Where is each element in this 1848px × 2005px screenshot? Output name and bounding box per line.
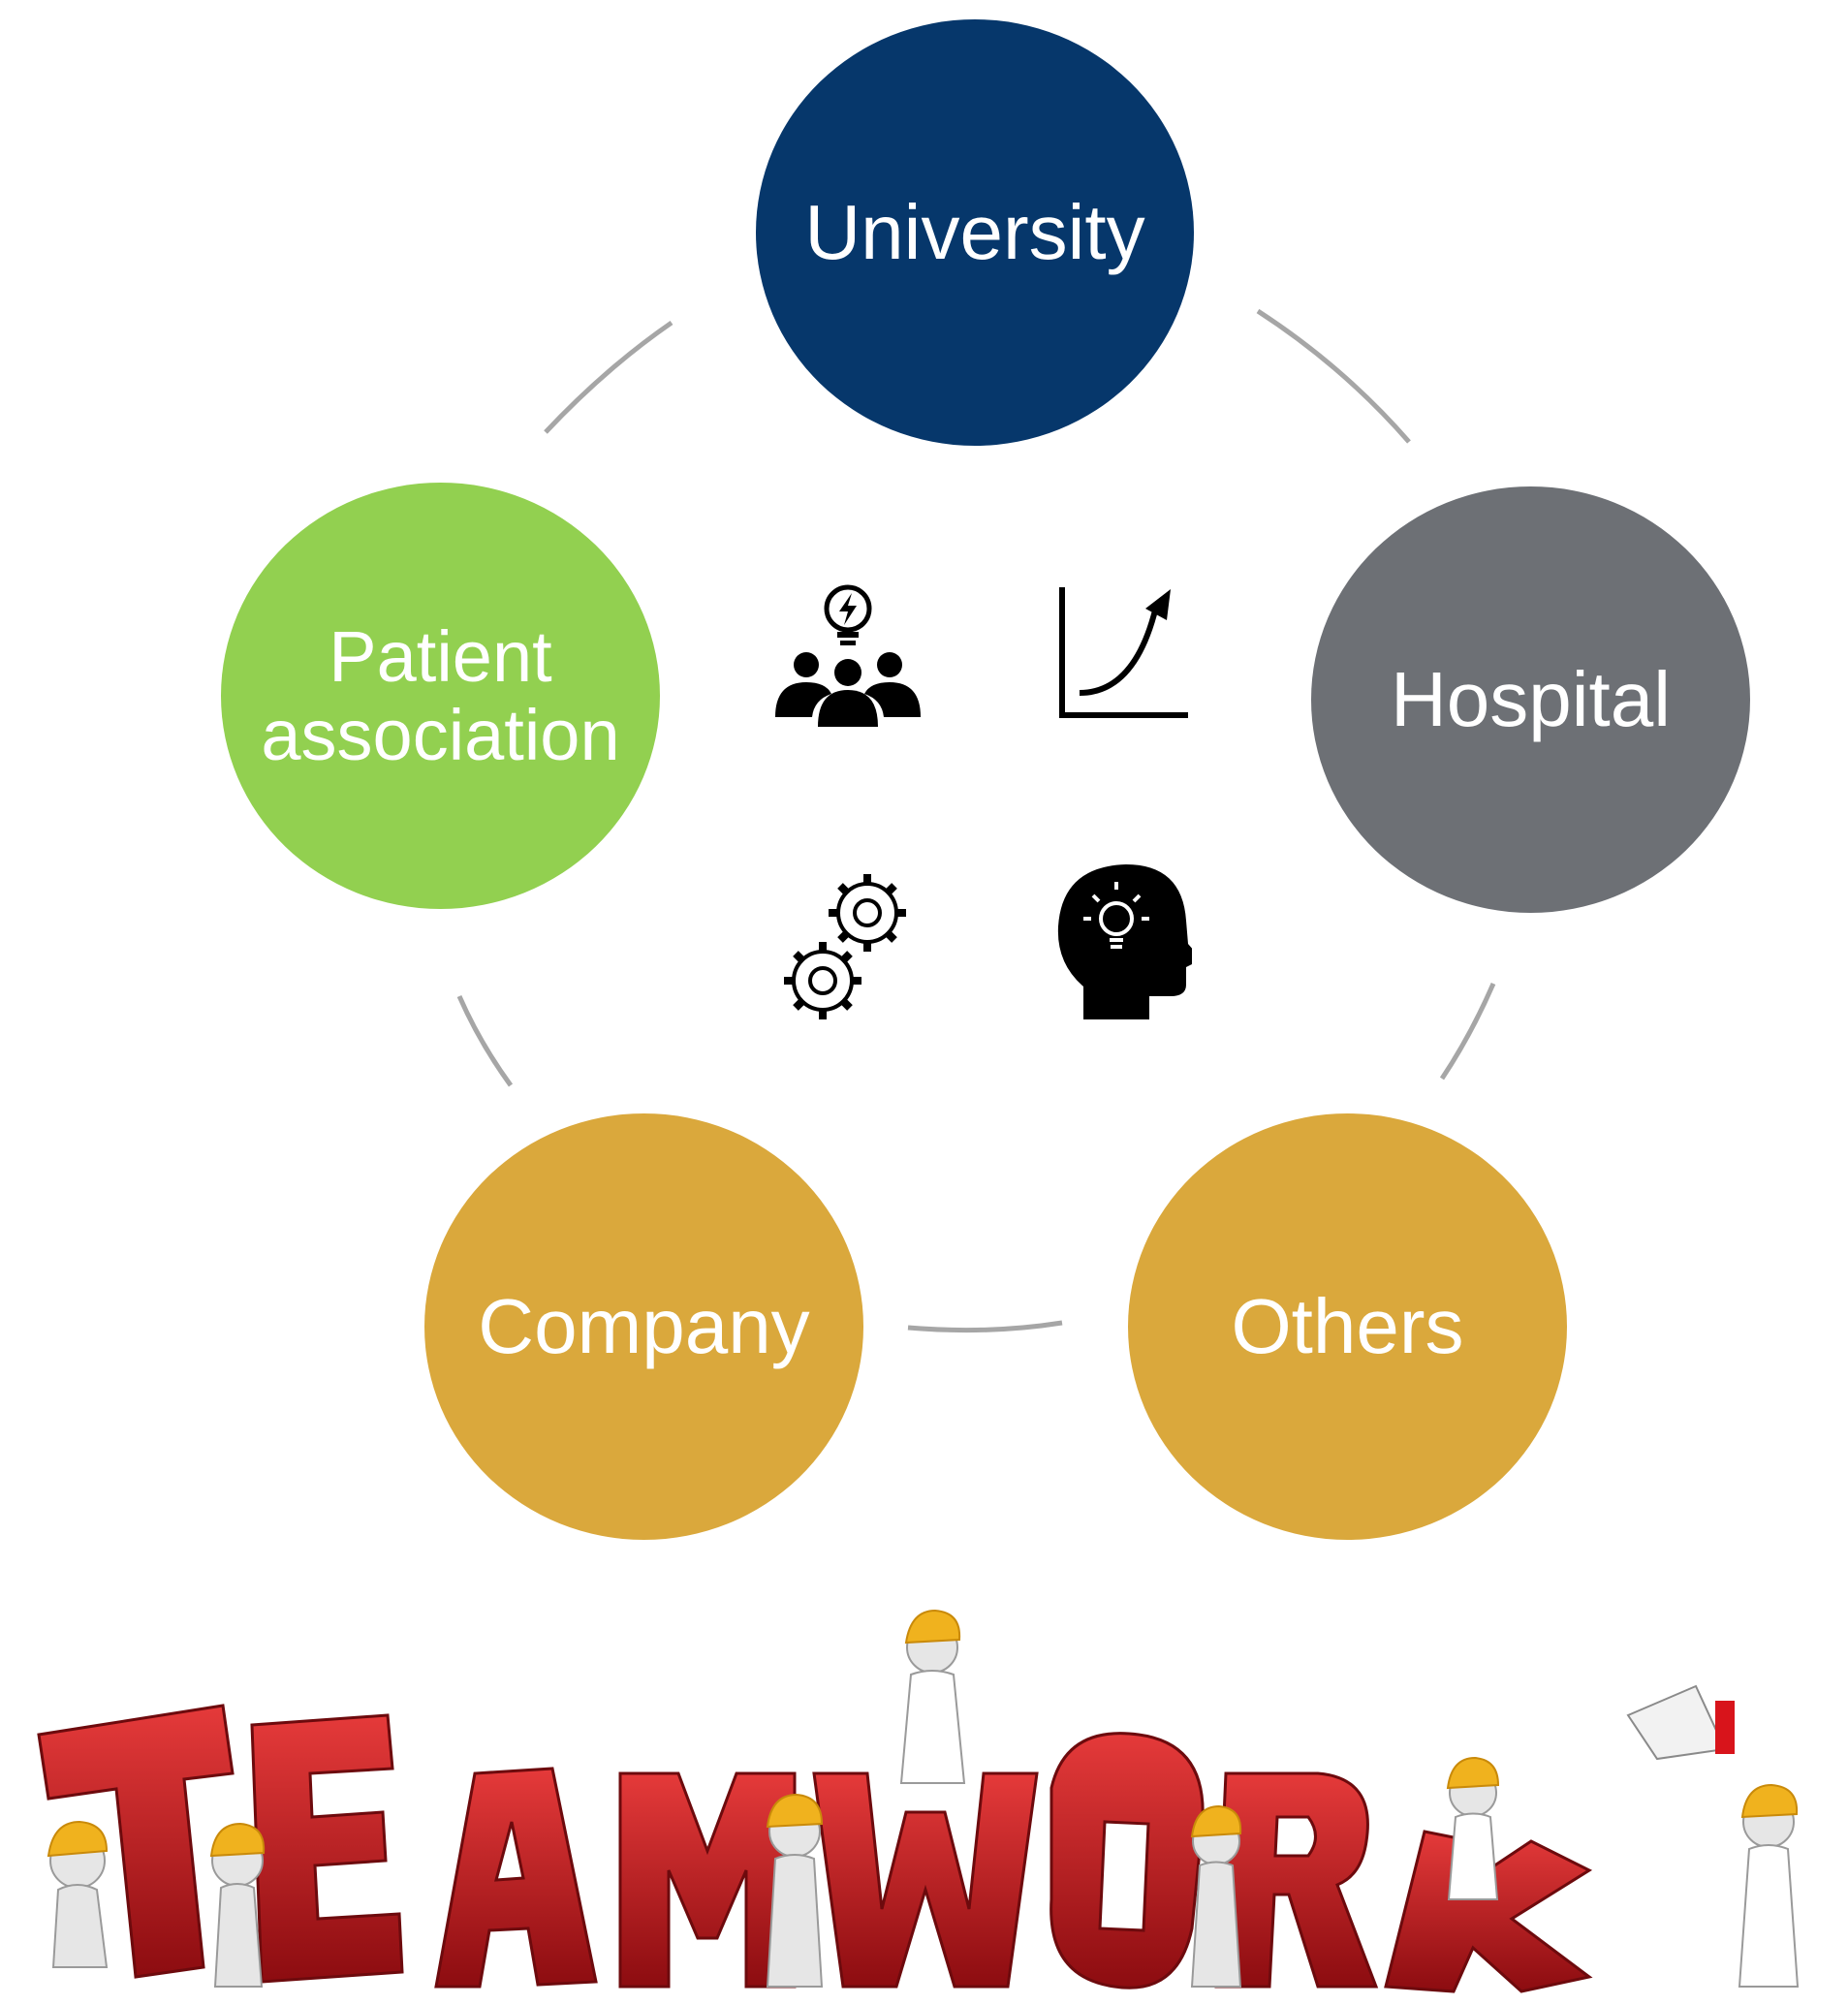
- letter-R: [1214, 1771, 1379, 1989]
- node-patient-label-line1: Patient: [329, 615, 552, 697]
- worker-figures: [47, 1609, 1800, 1988]
- worker-1: [47, 1820, 109, 1968]
- gears-icon: [784, 874, 906, 1019]
- head-lightbulb-icon: [1057, 864, 1192, 1019]
- team-idea-icon: [775, 584, 921, 727]
- connector-hospital-others: [1439, 983, 1496, 1081]
- diagram-connectors: [456, 308, 1496, 1333]
- node-company-label: Company: [478, 1283, 810, 1369]
- node-university-label: University: [804, 189, 1145, 275]
- node-patient-association: Patient association: [221, 483, 660, 909]
- worker-4: [766, 1793, 824, 1988]
- letter-E: [250, 1713, 404, 1984]
- node-others: Others: [1128, 1113, 1567, 1540]
- letter-A: [434, 1767, 598, 1989]
- connector-patient-university: [544, 320, 673, 434]
- megaphone-icon: [1626, 1684, 1735, 1761]
- worker-2: [209, 1822, 266, 1988]
- connector-university-hospital: [1256, 308, 1411, 444]
- worker-6: [1446, 1756, 1500, 1900]
- node-others-label: Others: [1231, 1283, 1464, 1369]
- letter-T: [37, 1704, 235, 1979]
- growth-chart-icon: [1059, 587, 1188, 718]
- node-hospital-label: Hospital: [1390, 656, 1672, 742]
- worker-7: [1738, 1783, 1800, 1988]
- connector-company-others: [907, 1320, 1063, 1333]
- node-patient-label-line2: association: [261, 695, 620, 775]
- worker-5: [1190, 1804, 1242, 1988]
- connector-company-patient: [456, 994, 514, 1087]
- node-hospital: Hospital: [1311, 486, 1750, 913]
- teamwork-illustration: [37, 1609, 1800, 1993]
- node-company: Company: [424, 1113, 863, 1540]
- node-university: University: [756, 19, 1194, 446]
- worker-3: [899, 1609, 966, 1784]
- letter-W: [812, 1771, 1039, 1989]
- letter-O: [1049, 1732, 1205, 1989]
